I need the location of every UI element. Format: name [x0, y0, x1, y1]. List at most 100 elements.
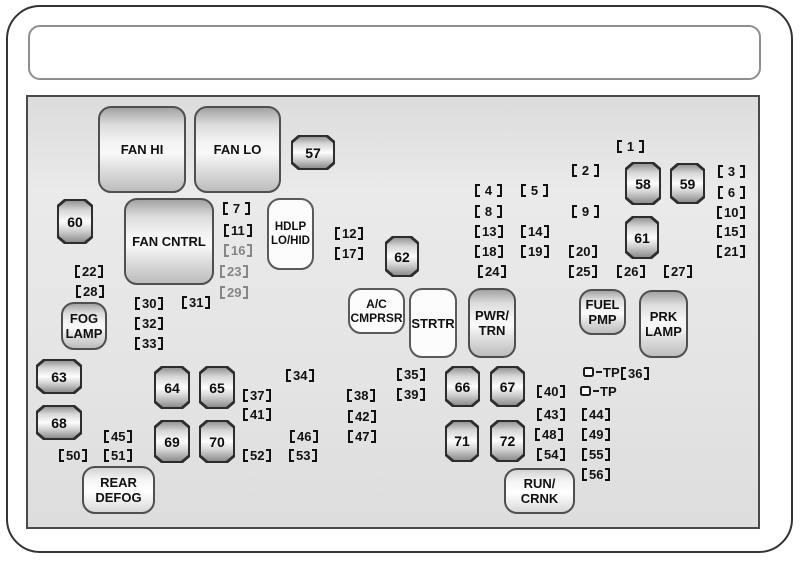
- left-bracket-icon: [521, 224, 526, 238]
- fuse-position-49: 49: [582, 427, 611, 441]
- fuse-position-12-number: 12: [342, 225, 357, 241]
- right-bracket-icon: [371, 409, 377, 423]
- fuse-64-body: 64: [156, 368, 188, 407]
- fuse-position-4-number: 4: [484, 182, 493, 198]
- fuse-position-52: 52: [243, 448, 272, 462]
- right-bracket-icon: [501, 264, 507, 278]
- fuse-65-number: 65: [209, 379, 225, 396]
- right-bracket-icon: [158, 336, 164, 350]
- fuse-57-number: 57: [305, 144, 321, 161]
- right-bracket-icon: [544, 224, 550, 238]
- box-run-crnk-label: RUN/: [523, 476, 556, 491]
- box-pwr-trn-label: TRN: [478, 323, 506, 338]
- fuse-position-24: 24: [478, 264, 507, 278]
- box-pwr-trn: PWR/TRN: [468, 288, 516, 358]
- right-bracket-icon: [245, 201, 250, 215]
- right-bracket-icon: [740, 224, 746, 238]
- left-bracket-icon: [135, 316, 140, 330]
- right-bracket-icon: [205, 295, 211, 309]
- box-run-crnk: RUN/CRNK: [504, 468, 575, 514]
- right-bracket-icon: [98, 264, 104, 278]
- fuse-position-53-number: 53: [296, 447, 311, 463]
- right-bracket-icon: [420, 367, 426, 381]
- fuse-position-20: 20: [569, 244, 598, 258]
- right-bracket-icon: [543, 183, 548, 197]
- fuse-62-number: 62: [394, 248, 410, 265]
- fuse-position-21: 21: [717, 244, 746, 258]
- left-bracket-icon: [243, 407, 248, 421]
- box-strtr-label: STRTR: [411, 315, 455, 331]
- fuse-67: 67: [490, 366, 525, 407]
- left-bracket-icon: [220, 264, 225, 278]
- fuse-position-45: 45: [104, 429, 133, 443]
- fuse-position-46: 46: [290, 429, 319, 443]
- fuse-position-36: 36: [621, 366, 650, 380]
- fuse-58: 58: [625, 162, 661, 205]
- fuse-position-11-number: 11: [231, 222, 245, 238]
- fuse-71-body: 71: [447, 422, 477, 460]
- right-bracket-icon: [640, 264, 646, 278]
- tp-square-icon: [580, 386, 591, 396]
- left-bracket-icon: [718, 185, 723, 199]
- fuse-position-33: 33: [135, 336, 164, 350]
- fuse-57: 57: [291, 135, 335, 170]
- fuse-position-1-number: 1: [626, 138, 635, 154]
- fuse-position-43-number: 43: [544, 406, 559, 422]
- right-bracket-icon: [740, 164, 745, 178]
- fuse-position-6-number: 6: [727, 184, 736, 200]
- fuse-position-23: 23: [220, 264, 249, 278]
- fuse-68-number: 68: [51, 414, 67, 431]
- left-bracket-icon: [135, 336, 140, 350]
- fuse-position-37-number: 37: [250, 387, 265, 403]
- left-bracket-icon: [718, 164, 723, 178]
- right-bracket-icon: [247, 243, 253, 257]
- fuse-position-53: 53: [289, 447, 318, 463]
- fuse-position-50-number: 50: [66, 447, 81, 463]
- fuse-57-body: 57: [293, 137, 333, 168]
- right-bracket-icon: [358, 226, 364, 240]
- fuse-69-body: 69: [156, 422, 188, 461]
- right-bracket-icon: [420, 387, 426, 401]
- fuse-position-54: 54: [537, 447, 566, 461]
- fuse-72: 72: [490, 420, 525, 462]
- left-bracket-icon: [475, 224, 480, 238]
- fuse-position-7: 7: [223, 201, 250, 215]
- fuse-position-51: 51: [104, 448, 133, 462]
- box-rear-defog-label: DEFOG: [95, 490, 142, 505]
- fuse-position-9: 9: [572, 204, 599, 218]
- right-bracket-icon: [560, 407, 566, 421]
- fuse-position-5-number: 5: [530, 182, 539, 198]
- fuse-position-16: 16: [224, 243, 253, 257]
- left-bracket-icon: [475, 183, 480, 197]
- fuse-64-number: 64: [164, 379, 180, 396]
- fuse-64: 64: [154, 366, 190, 409]
- left-bracket-icon: [104, 429, 109, 443]
- fuse-63-body: 63: [38, 361, 80, 392]
- fuse-65-body: 65: [201, 368, 233, 407]
- fuse-69-number: 69: [164, 433, 180, 450]
- right-bracket-icon: [158, 296, 164, 310]
- fuse-position-3: 3: [718, 164, 745, 178]
- right-bracket-icon: [605, 427, 611, 441]
- right-bracket-icon: [266, 407, 272, 421]
- box-hdlp-lo-hid-label: LO/HID: [271, 235, 310, 247]
- tp-dash-icon: [596, 370, 602, 374]
- fuse-59-number: 59: [679, 175, 696, 192]
- fuse-position-55-number: 55: [589, 446, 604, 462]
- fuse-position-3-number: 3: [727, 163, 736, 179]
- right-bracket-icon: [594, 204, 599, 218]
- right-bracket-icon: [82, 448, 88, 462]
- fuse-62: 62: [385, 236, 419, 277]
- fuse-67-body: 67: [492, 368, 523, 405]
- left-bracket-icon: [582, 467, 587, 481]
- fuse-position-26-number: 26: [624, 263, 639, 279]
- tp-marker-1: TP: [583, 365, 620, 379]
- fuse-71: 71: [445, 420, 479, 462]
- right-bracket-icon: [243, 264, 249, 278]
